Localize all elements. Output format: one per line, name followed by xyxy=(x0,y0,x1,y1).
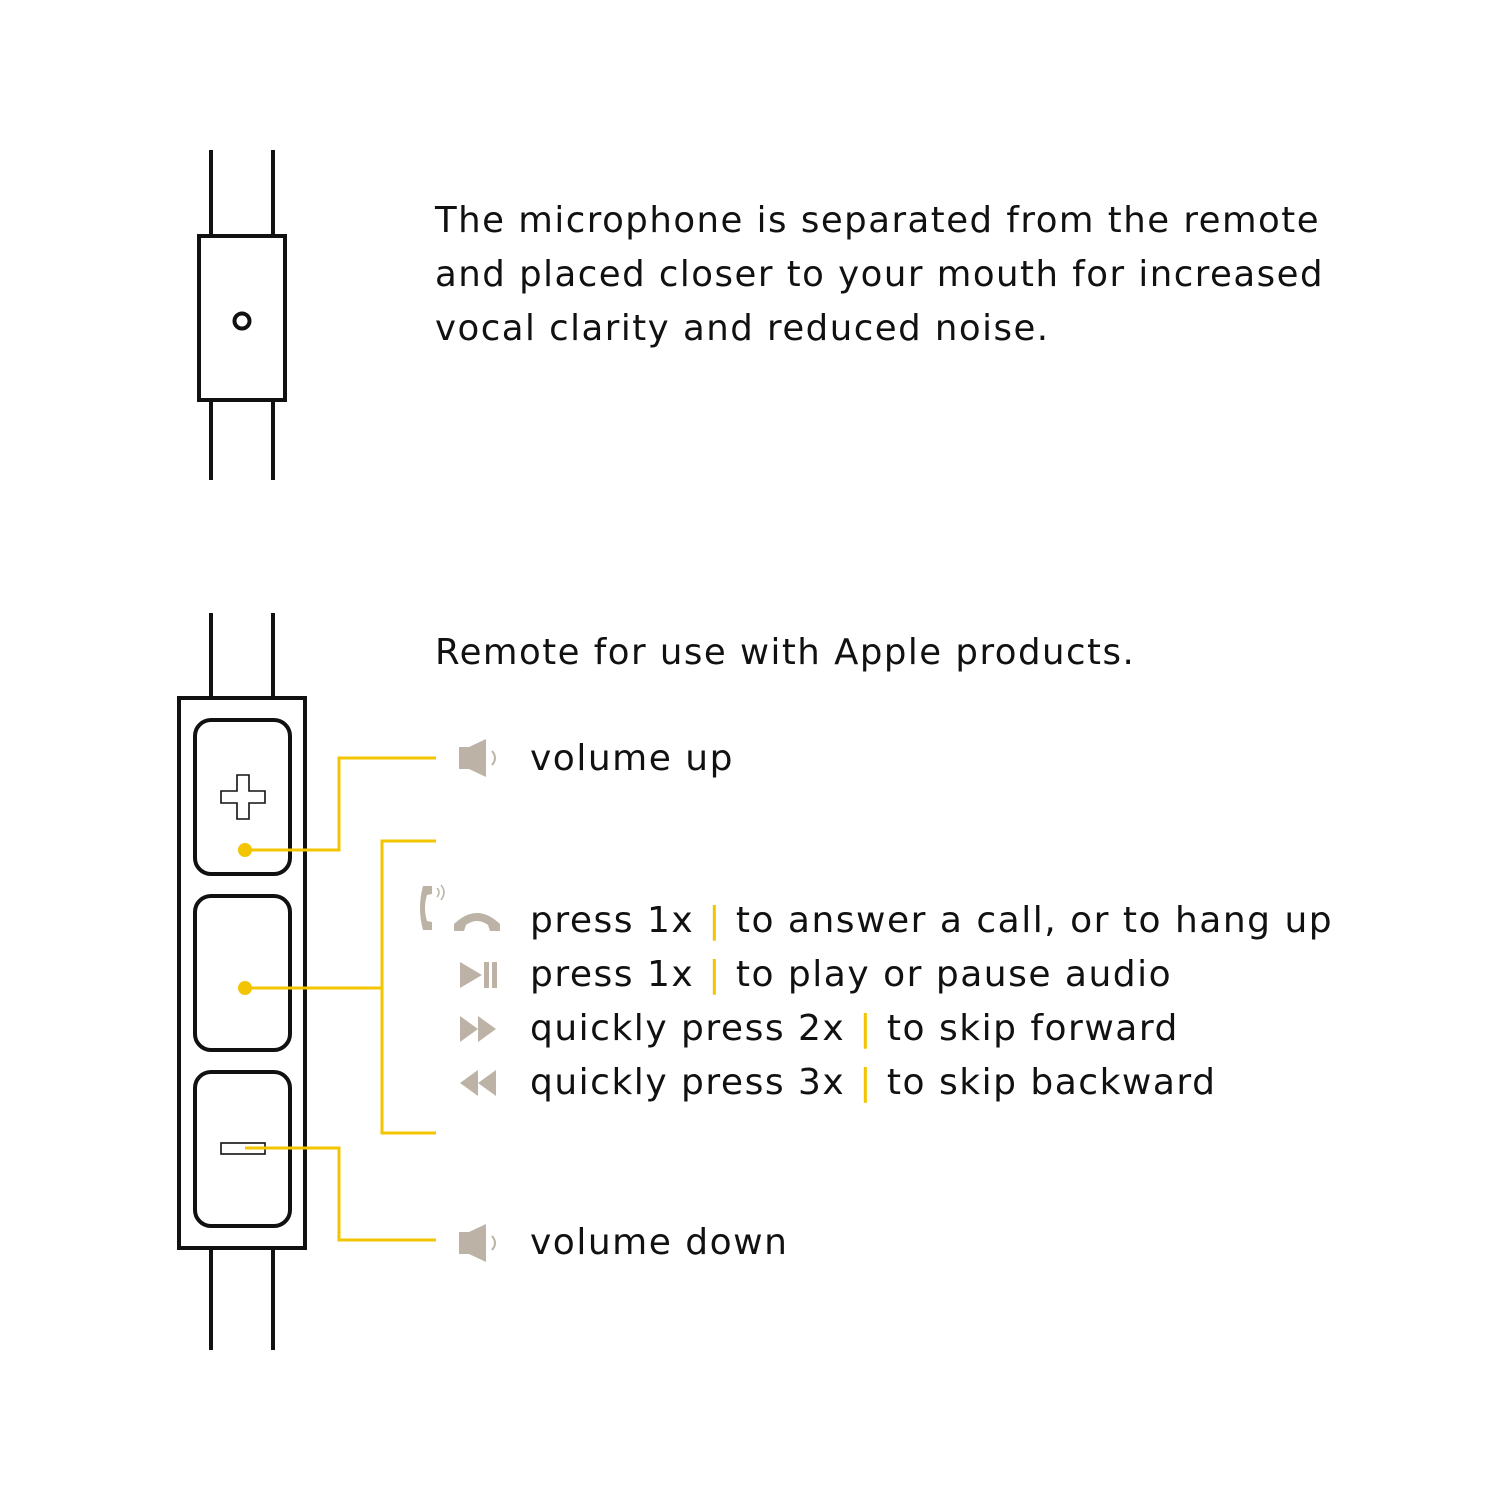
separator: | xyxy=(859,1008,873,1049)
action-description: to skip backward xyxy=(886,1062,1217,1103)
separator: | xyxy=(859,1062,873,1103)
mic-hole-icon xyxy=(232,311,252,331)
phone-call-icon xyxy=(420,884,445,930)
action-row-skip-forward: quickly press 2x | to skip forward xyxy=(530,1002,1179,1056)
callout-volume-up xyxy=(245,756,436,852)
microphone-description: The microphone is separated from the rem… xyxy=(435,194,1324,356)
remote-title: Remote for use with Apple products. xyxy=(435,632,1136,673)
action-description: to skip forward xyxy=(886,1008,1179,1049)
action-description: to play or pause audio xyxy=(735,954,1173,995)
microphone-description-line: vocal clarity and reduced noise. xyxy=(435,308,1050,349)
separator: | xyxy=(708,954,722,995)
microphone-description-line: The microphone is separated from the rem… xyxy=(435,200,1321,241)
play-pause-icon xyxy=(460,962,497,988)
microphone-module xyxy=(197,150,287,480)
volume-up-label: volume up xyxy=(530,738,734,779)
action-row-play-pause: press 1x | to play or pause audio xyxy=(530,948,1172,1002)
volume-up-button xyxy=(193,718,292,876)
microphone-description-line: and placed closer to your mouth for incr… xyxy=(435,254,1325,295)
center-button xyxy=(193,894,292,1052)
callout-center-bracket xyxy=(380,839,436,1135)
mic-housing xyxy=(197,234,287,402)
phone-hangup-icon xyxy=(454,913,500,931)
action-row-call: press 1x | to answer a call, or to hang up xyxy=(530,894,1333,948)
action-row-skip-backward: quickly press 3x | to skip backward xyxy=(530,1056,1216,1110)
plus-icon xyxy=(220,774,266,820)
fast-forward-icon xyxy=(460,1016,496,1042)
separator: | xyxy=(708,900,722,941)
rewind-icon xyxy=(460,1070,496,1096)
remote-housing xyxy=(177,696,307,1250)
press-instruction: press 1x xyxy=(530,954,695,995)
volume-down-label: volume down xyxy=(530,1222,789,1263)
speaker-icon xyxy=(459,739,496,777)
press-instruction: quickly press 3x xyxy=(530,1062,846,1103)
press-instruction: quickly press 2x xyxy=(530,1008,846,1049)
action-description: to answer a call, or to hang up xyxy=(735,900,1334,941)
callout-volume-down xyxy=(245,1146,436,1242)
callout-lines xyxy=(245,756,436,1242)
press-instruction: press 1x xyxy=(530,900,695,941)
remote-module xyxy=(177,613,307,1350)
callout-dot-center xyxy=(238,981,252,995)
callout-dot-volume-up xyxy=(238,843,252,857)
speaker-icon xyxy=(459,1224,496,1262)
